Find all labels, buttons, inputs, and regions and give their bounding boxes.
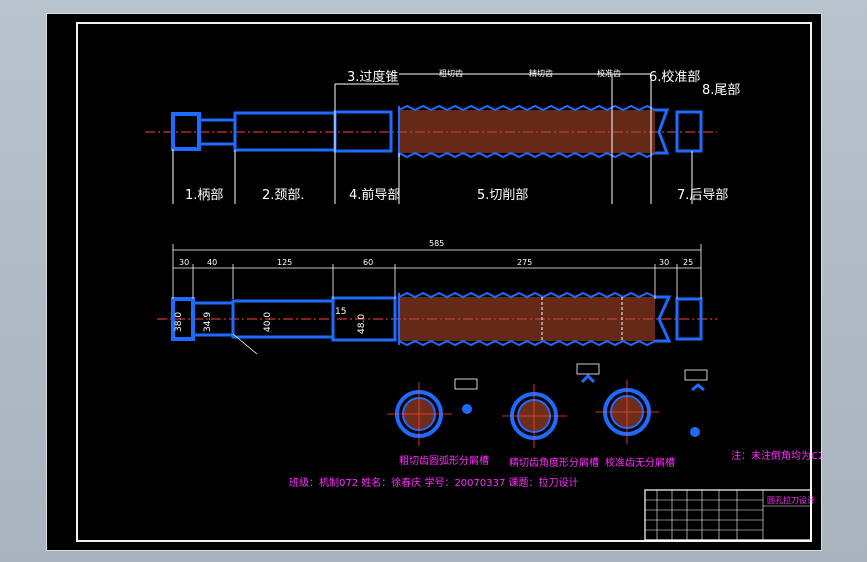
dim-seg-3: 60 — [363, 258, 373, 267]
dim-total-length: 585 — [429, 239, 444, 248]
rear-guide-segment — [675, 110, 703, 153]
section-rough-caption: 粗切齿圆弧形分屑槽 — [399, 454, 489, 467]
dim-dia-2: 40.0 — [263, 312, 273, 332]
label-transition-cone: 3.过度锥 — [347, 69, 398, 85]
label-tail: 8.尾部 — [702, 83, 740, 98]
label-neck: 2.颈部. — [262, 188, 305, 203]
section-calib-caption: 校准齿无分屑槽 — [605, 456, 675, 469]
cutting-section-hatch — [399, 110, 655, 153]
top-broach-view: 1.柄部 2.颈部. 3.过度锥 4.前导部 5.切削部 6.校准部 7.后导部… — [145, 68, 740, 204]
drawing-frame — [76, 22, 812, 542]
label-fine-teeth: 精切齿 — [529, 68, 553, 78]
section-views: 粗切齿圆弧形分屑槽 精切齿角度形分屑槽 校准齿无分屑槽 注：未注倒角均为C2 — [387, 363, 821, 469]
dim-dia-4: 48.0 — [357, 314, 367, 334]
cad-drawing: 1.柄部 2.颈部. 3.过度锥 4.前导部 5.切削部 6.校准部 7.后导部… — [145, 68, 821, 541]
label-calib-teeth: 校准齿 — [597, 68, 621, 78]
label-rough-teeth: 粗切齿 — [439, 68, 463, 78]
section-fine-caption: 精切齿角度形分屑槽 — [509, 456, 599, 469]
dim-seg-6: 25 — [683, 258, 693, 267]
title-block-title: 圆孔拉刀设计 — [767, 495, 815, 505]
dim-seg-2: 125 — [277, 258, 292, 267]
dim-seg-4: 275 — [517, 258, 532, 267]
label-calibrating: 6.校准部 — [649, 69, 700, 85]
label-front-guide: 4.前导部 — [349, 187, 400, 203]
dimensioned-broach-view: 585 30 40 125 60 275 30 25 38.0 34.9 40.… — [157, 239, 717, 355]
label-cutting: 5.切削部 — [477, 188, 528, 203]
dim-dia-3: 15 — [335, 307, 346, 317]
dim-seg-1: 40 — [207, 258, 217, 267]
dim-seg-0: 30 — [179, 258, 189, 267]
label-handle: 1.柄部 — [185, 188, 223, 203]
drawing-sheet: 1.柄部 2.颈部. 3.过度锥 4.前导部 5.切削部 6.校准部 7.后导部… — [46, 13, 822, 551]
title-block: 圆孔拉刀设计 — [644, 489, 815, 541]
student-info: 班级：机制072 姓名：徐春庆 学号：20070337 课题：拉刀设计 — [289, 476, 579, 489]
chamfer-note: 注：未注倒角均为C2 — [731, 449, 821, 462]
dim-dia-1: 34.9 — [203, 312, 213, 332]
label-rear-guide: 7.后导部 — [677, 188, 728, 203]
dim-dia-0: 38.0 — [174, 312, 184, 332]
dim-seg-5: 30 — [659, 258, 669, 267]
